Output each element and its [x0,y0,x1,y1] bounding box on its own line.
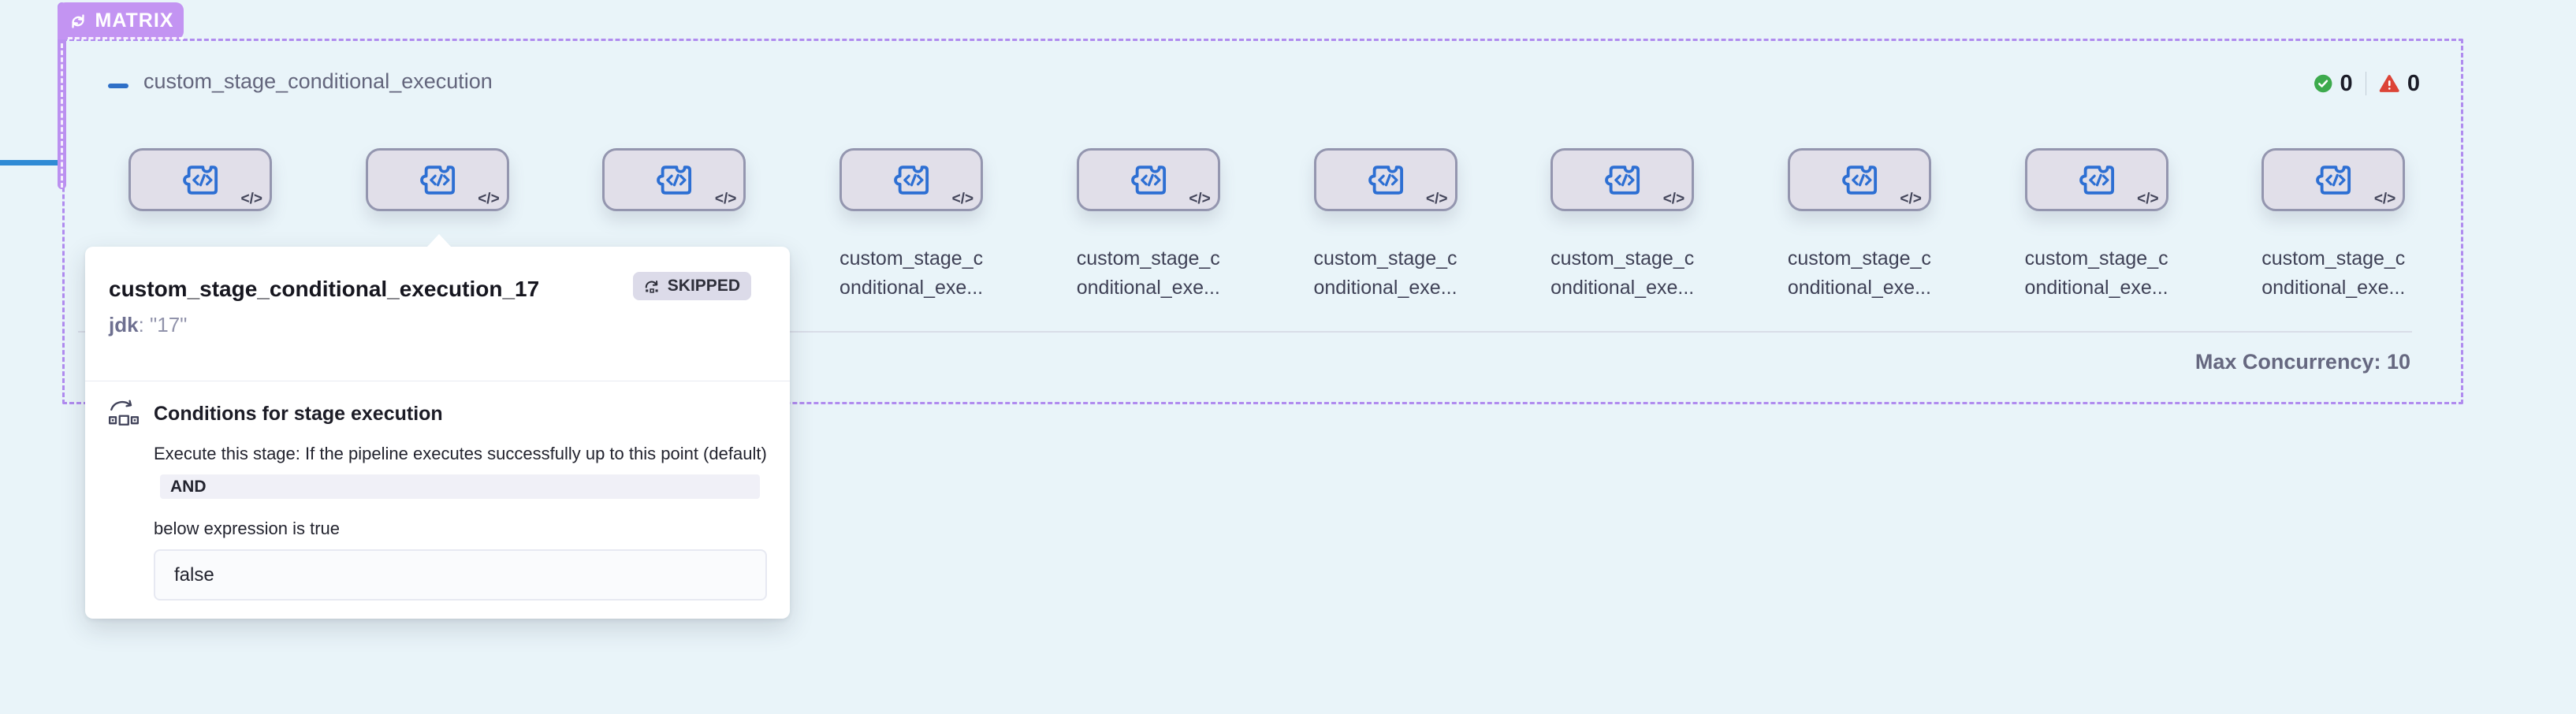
stage-item: </> custom_stage_c onditional_exe... [839,148,983,303]
stage-card[interactable]: </> [2024,148,2168,211]
stage-label: custom_stage_c onditional_exe... [1787,247,1931,299]
code-glyph: </> [1900,191,1922,207]
code-glyph: </> [2373,191,2396,207]
status-badge-label: SKIPPED [667,277,740,295]
conditions-description: Execute this stage: If the pipeline exec… [154,444,767,463]
check-circle-icon [2314,74,2332,93]
stage-label: custom_stage_c onditional_exe... [1313,247,1457,299]
matrix-left-bar-dashes [61,43,63,188]
custom-stage-code-icon [2079,165,2114,195]
parameter-value: : "17" [138,313,188,337]
stage-card[interactable]: </> [365,148,509,211]
expression-input: false [154,549,767,601]
max-concurrency-label: Max Concurrency: 10 [2194,350,2410,374]
stage-detail-popover: custom_stage_conditional_execution_17 SK… [85,234,790,619]
footer-divider [78,331,2412,333]
custom-stage-code-icon [183,165,218,195]
stage-item: </> custom_stage_c onditional_exe... [2261,148,2405,303]
status-badge-skipped: SKIPPED [632,272,751,300]
stage-item: </> custom_stage_c onditional_exe... [1077,148,1220,303]
custom-stage-code-icon [1842,165,1877,195]
stage-card[interactable]: </> [128,148,272,211]
popover-stage-title: custom_stage_conditional_execution_17 [109,277,540,301]
stage-label: custom_stage_c onditional_exe... [2024,247,2168,299]
pipeline-connector-line [0,160,62,165]
skip-icon [645,280,658,293]
stage-card[interactable]: </> [2261,148,2406,211]
custom-stage-code-icon [1368,165,1403,195]
custom-stage-code-icon [657,165,692,195]
code-glyph: </> [1662,191,1685,207]
custom-stage-code-icon [2316,165,2351,195]
stage-item: </> custom_stage_c onditional_exe... [2025,148,2168,303]
matrix-badge: MATRIX [58,2,184,39]
stage-label: custom_stage_c onditional_exe... [2261,247,2406,299]
stage-card[interactable]: </> [1076,148,1220,211]
stage-card[interactable]: </> [602,148,746,211]
stage-item: </> custom_stage_c onditional_exe... [1550,148,1694,303]
code-glyph: </> [478,191,500,207]
stage-card[interactable]: </> [1787,148,1931,211]
stage-label: custom_stage_c onditional_exe... [1550,247,1695,299]
conditions-subtext: below expression is true [154,519,341,538]
warning-triangle-icon [2380,75,2400,92]
conditions-heading: Conditions for stage execution [154,403,443,425]
stage-item: </> custom_stage_c onditional_exe... [1313,148,1457,303]
operator-pill: AND [160,474,760,499]
stage-card[interactable]: </> [1550,148,1695,211]
collapse-minus-button[interactable] [108,84,128,88]
stage-card[interactable]: </> [1313,148,1457,211]
stage-label: custom_stage_c onditional_exe... [839,247,984,299]
code-glyph: </> [951,191,974,207]
parameter-key: jdk [109,313,139,337]
matrix-stage-title: custom_stage_conditional_execution [143,69,493,93]
custom-stage-code-icon [894,165,929,195]
loop-icon [71,13,84,28]
stage-label: custom_stage_c onditional_exe... [1076,247,1220,299]
code-glyph: </> [714,191,737,207]
code-glyph: </> [2137,191,2159,207]
counter-divider [2365,72,2367,95]
custom-stage-code-icon [419,165,455,195]
code-glyph: </> [1426,191,1448,207]
matrix-badge-label: MATRIX [95,9,174,32]
failed-count: 0 [2407,70,2420,96]
popover-caret [427,234,451,247]
stage-card[interactable]: </> [839,148,984,211]
success-count: 0 [2340,70,2353,96]
custom-stage-code-icon [1605,165,1640,195]
conditional-execution-icon [108,400,140,426]
stage-parameter: jdk: "17" [109,313,187,337]
code-glyph: </> [240,191,262,207]
matrix-badge-dashes [68,37,184,39]
stage-item: </> custom_stage_c onditional_exe... [1788,148,1931,303]
code-glyph: </> [1189,191,1211,207]
custom-stage-code-icon [1130,165,1166,195]
matrix-stage-container [62,39,2463,404]
stage-status-counters: 0 0 [2314,71,2420,96]
